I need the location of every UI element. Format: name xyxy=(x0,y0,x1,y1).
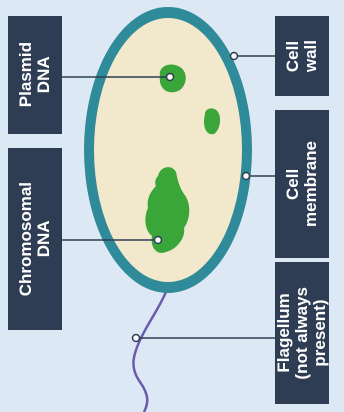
pointer-dot-flagellum xyxy=(133,335,140,342)
pointer-dot-cell-membrane xyxy=(243,173,250,180)
label-chromosomal-dna: Chromosomal DNA xyxy=(8,148,62,330)
label-plasmid-dna: Plasmid DNA xyxy=(8,16,62,134)
label-chromosomal-dna-text: Chromosomal DNA xyxy=(17,182,53,296)
label-cell-membrane-text: Cell membrane xyxy=(284,141,320,227)
pointer-dot-chromosomal xyxy=(155,237,162,244)
label-cell-wall: Cell wall xyxy=(275,16,329,96)
label-flagellum-text: Flagellum (not always present) xyxy=(275,287,329,380)
label-cell-wall-text: Cell wall xyxy=(284,40,320,72)
pointer-dot-plasmid xyxy=(167,74,174,81)
label-flagellum: Flagellum (not always present) xyxy=(275,262,329,404)
label-plasmid-dna-text: Plasmid DNA xyxy=(17,42,53,107)
label-cell-membrane: Cell membrane xyxy=(275,110,329,258)
pointer-dot-cell-wall xyxy=(231,53,238,60)
flagellum xyxy=(133,292,166,412)
